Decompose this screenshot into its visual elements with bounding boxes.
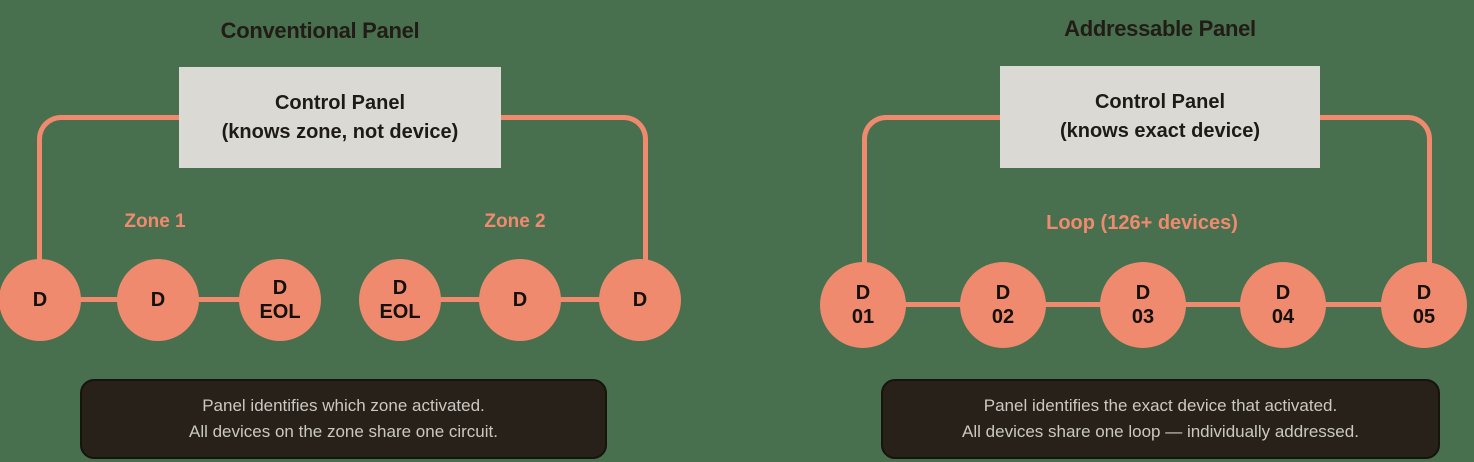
device-label: D <box>150 289 166 311</box>
zone1-label: Zone 1 <box>124 211 186 232</box>
conventional-control-panel-line1: Control Panel <box>274 91 405 114</box>
conventional-note-line1: Panel identifies which zone activated. <box>202 395 485 415</box>
device-node-zone1-1: D <box>0 259 81 341</box>
device-node-zone1-2: D <box>117 259 199 341</box>
device-node-04: D 04 <box>1240 262 1326 348</box>
addressable-note-box: Panel identifies the exact device that a… <box>881 379 1440 459</box>
device-label: D <box>512 289 528 311</box>
conventional-note-box: Panel identifies which zone activated. A… <box>80 379 607 459</box>
addressable-wire-loop-left-drop <box>862 115 1005 272</box>
device-label: D <box>1135 282 1151 304</box>
device-label: D <box>632 289 648 311</box>
device-node-zone2-eol: D EOL <box>359 259 441 341</box>
addressable-control-panel-line1: Control Panel <box>1094 91 1225 113</box>
conventional-control-panel-line2: (knows zone, not device) <box>221 120 459 143</box>
conventional-wire-zone1-drop <box>37 115 184 270</box>
device-node-zone2-2: D <box>479 259 561 341</box>
device-address: 05 <box>1412 306 1436 328</box>
conventional-wire-zone2-drop <box>501 115 648 270</box>
conventional-control-panel-box: Control Panel (knows zone, not device) <box>179 67 501 168</box>
device-address: 04 <box>1271 306 1295 328</box>
device-label: D <box>272 277 288 299</box>
device-address: 01 <box>851 306 875 328</box>
device-label: D <box>995 282 1011 304</box>
device-label: D <box>1275 282 1291 304</box>
conventional-note-line2: All devices on the zone share one circui… <box>188 422 498 441</box>
addressable-wire-loop-right-drop <box>1320 115 1432 272</box>
device-node-zone2-1: D <box>599 259 681 341</box>
device-sublabel: EOL <box>259 301 301 323</box>
device-label: D <box>392 277 408 299</box>
device-node-03: D 03 <box>1100 262 1186 348</box>
device-address: 02 <box>991 306 1015 328</box>
device-node-02: D 02 <box>960 262 1046 348</box>
device-label: D <box>32 289 48 311</box>
device-label: D <box>1416 282 1432 304</box>
device-sublabel: EOL <box>379 301 421 323</box>
addressable-note-line2: All devices share one loop — individuall… <box>962 422 1359 441</box>
zone2-label: Zone 2 <box>484 211 546 232</box>
addressable-control-panel-box: Control Panel (knows exact device) <box>1000 66 1320 168</box>
device-node-zone1-eol: D EOL <box>239 259 321 341</box>
addressable-panel-title: Addressable Panel <box>1064 16 1256 41</box>
device-node-05: D 05 <box>1381 262 1467 348</box>
addressable-note-line1: Panel identifies the exact device that a… <box>983 395 1338 415</box>
conventional-panel-title: Conventional Panel <box>220 18 420 43</box>
addressable-control-panel-line2: (knows exact device) <box>1059 120 1261 142</box>
device-address: 03 <box>1131 306 1155 328</box>
loop-label: Loop (126+ devices) <box>1046 212 1238 234</box>
device-node-01: D 01 <box>820 262 906 348</box>
device-label: D <box>855 282 871 304</box>
